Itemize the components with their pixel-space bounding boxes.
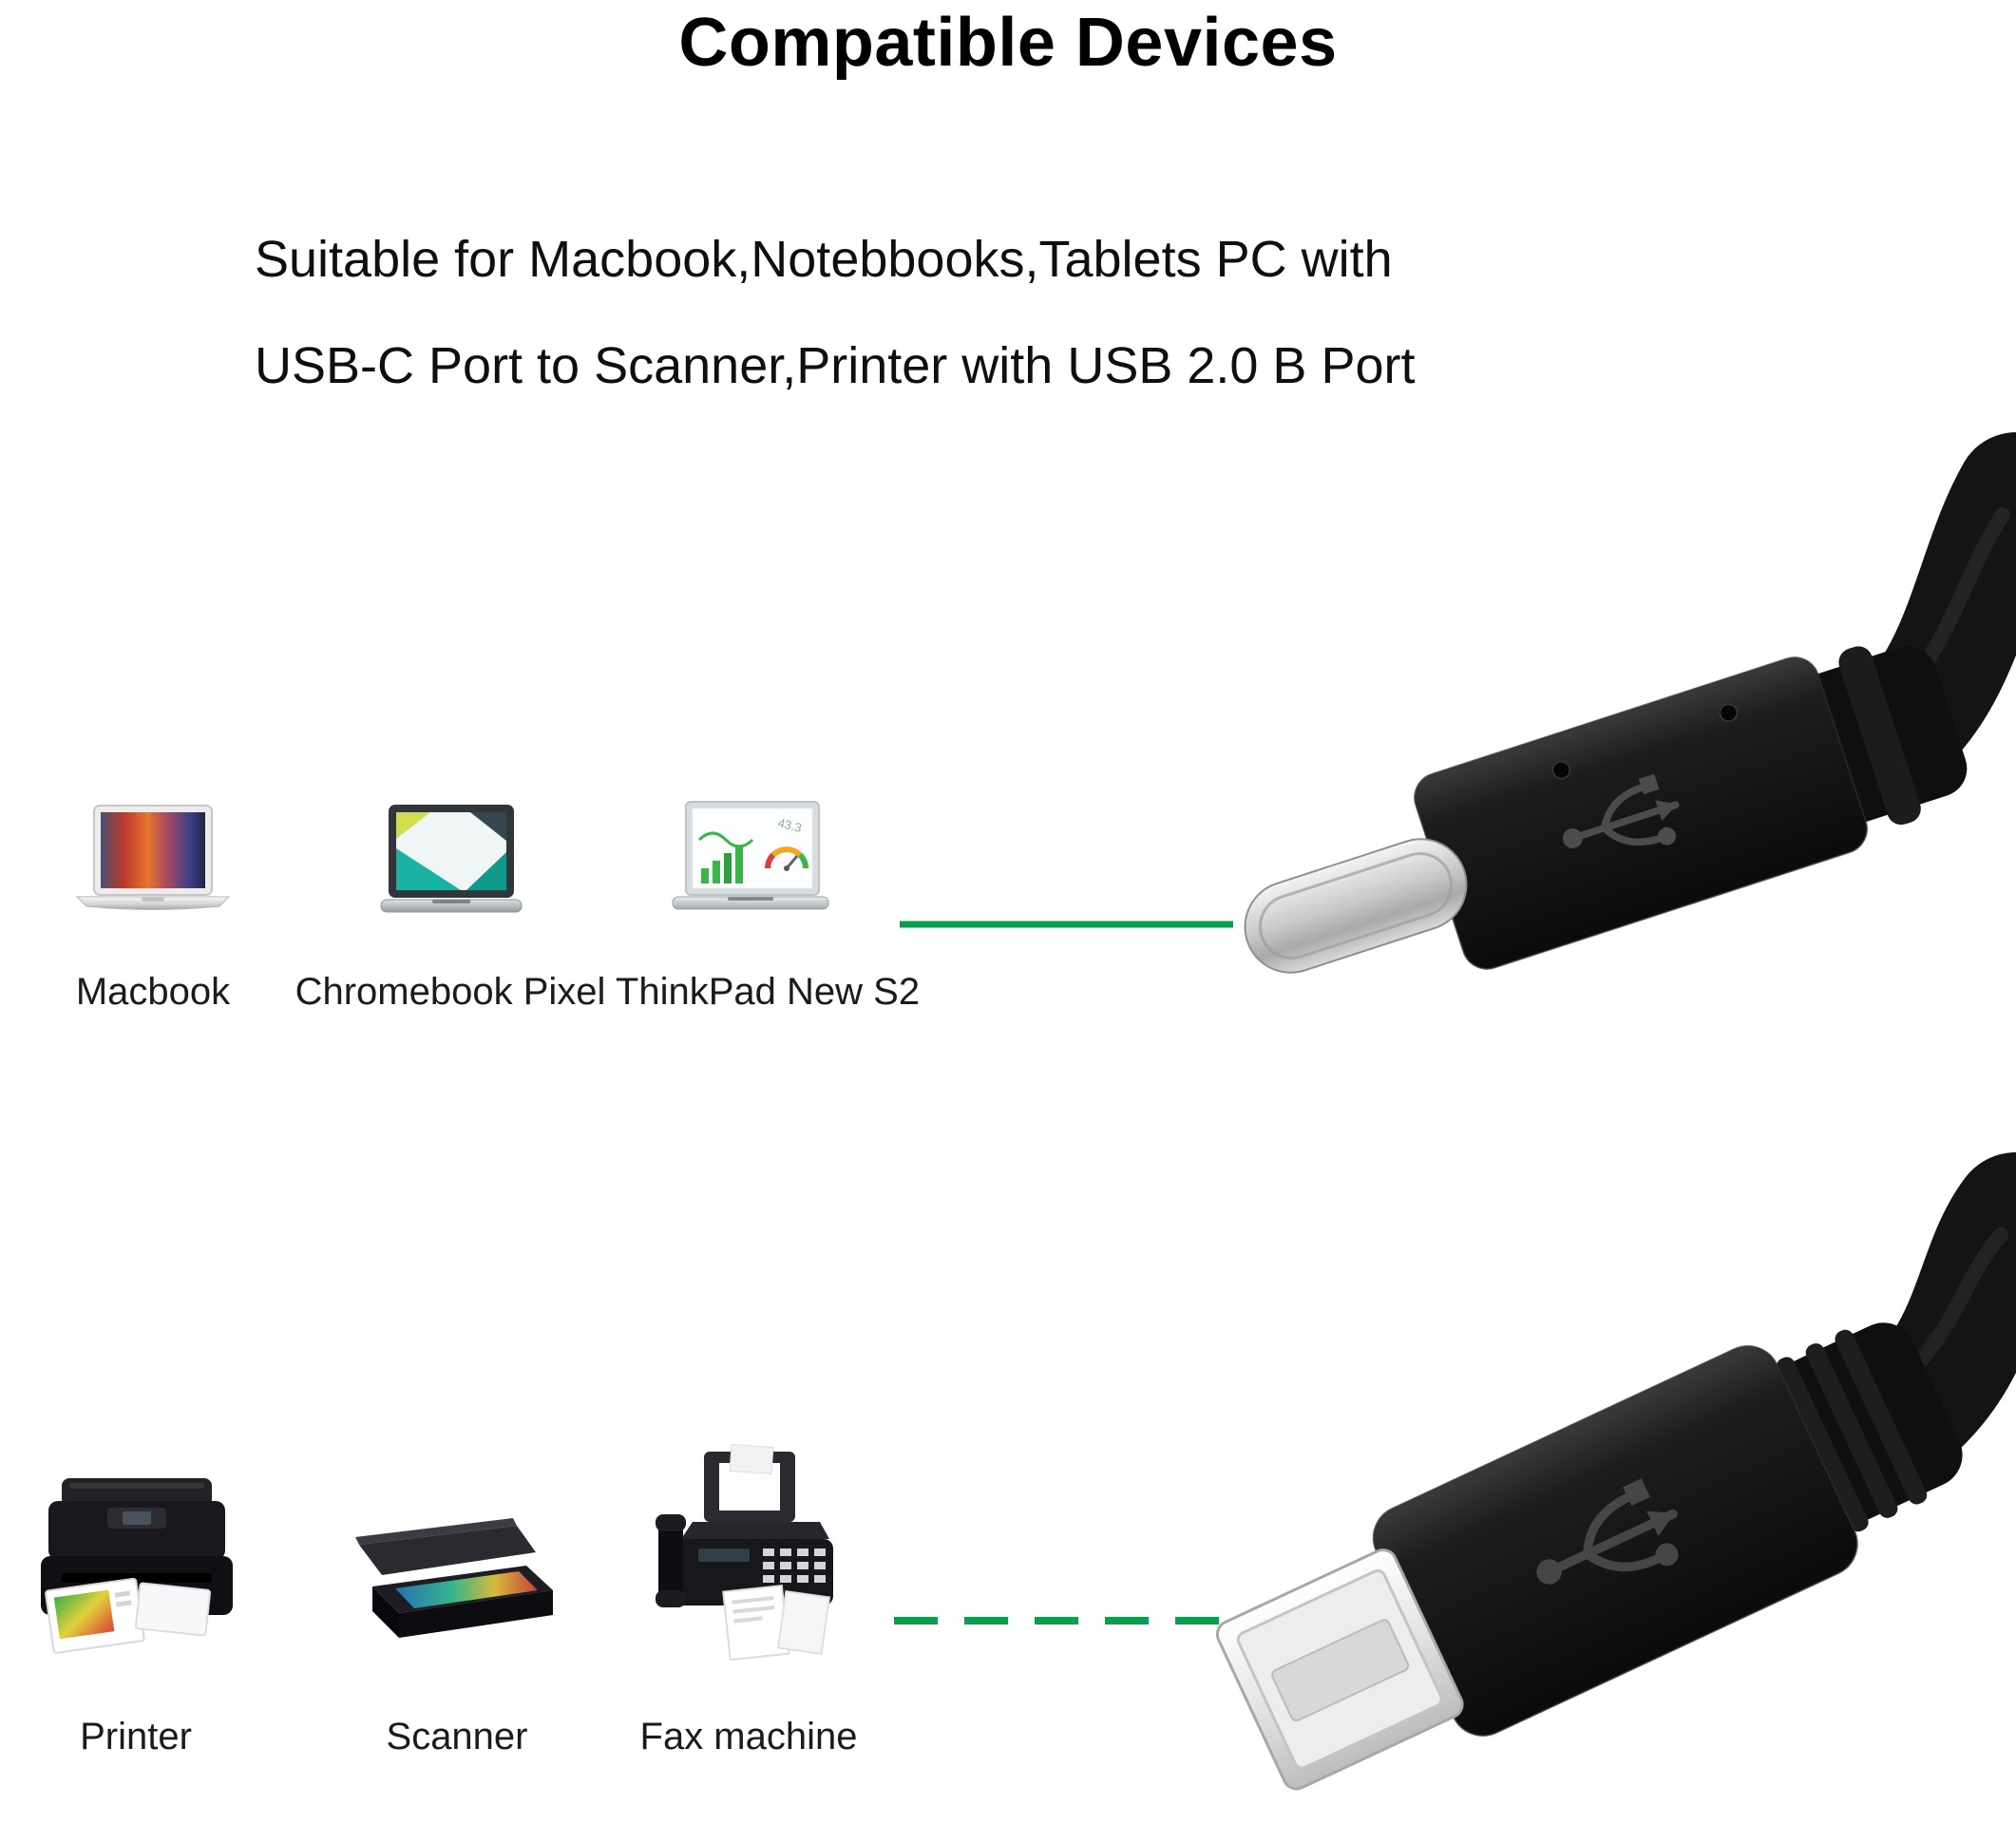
thinkpad-label: ThinkPad New S2 <box>615 971 921 1013</box>
chromebook-device <box>370 803 533 962</box>
thinkpad-screen-text: 43.3 <box>776 815 803 835</box>
thinkpad-device: 43.3 <box>659 800 842 963</box>
page-title: Compatible Devices <box>678 5 1338 81</box>
fax-handset <box>658 1518 683 1606</box>
usb-c-connector-icon <box>1244 645 1968 974</box>
scanned-photo <box>395 1571 538 1608</box>
printer-device <box>24 1454 250 1664</box>
fax-display <box>698 1548 750 1562</box>
printer-icon <box>41 1478 233 1654</box>
fax-machine-icon <box>656 1444 833 1662</box>
chromebook-pixel-label: Chromebook Pixel <box>295 971 606 1013</box>
usb-trident-logo-icon <box>1562 773 1680 848</box>
description-line-2: USB-C Port to Scanner,Printer with USB 2… <box>255 337 1416 394</box>
description-line-1: Suitable for Macbook,Notebbooks,Tablets … <box>255 231 1393 288</box>
printer-label: Printer <box>80 1716 192 1758</box>
macbook-label: Macbook <box>75 971 231 1013</box>
usb-trident-logo-icon <box>1536 1478 1679 1585</box>
scanner-lid <box>359 1526 536 1575</box>
fax-machine-label: Fax machine <box>639 1716 858 1758</box>
printer-output-slot <box>62 1573 212 1583</box>
usb-b-connector-icon <box>1215 1322 1963 1791</box>
macbook-screen <box>101 812 205 888</box>
fax-keypad <box>763 1548 826 1583</box>
macbook-device <box>71 804 235 961</box>
description: Suitable for Macbook,Notebbooks,Tablets … <box>255 234 1416 446</box>
macbook-base <box>75 896 231 910</box>
scanner-icon <box>355 1518 553 1638</box>
thinkpad-icon: 43.3 <box>672 801 829 910</box>
printer-body <box>48 1501 225 1560</box>
fax-output-paper <box>722 1584 790 1662</box>
fax-machine-device <box>643 1444 856 1662</box>
scanner-label: Scanner <box>386 1716 528 1758</box>
scanner-device <box>350 1495 564 1659</box>
printed-photo-sheet <box>45 1577 145 1654</box>
macbook-icon <box>75 805 231 910</box>
chromebook-pixel-icon <box>380 805 523 913</box>
